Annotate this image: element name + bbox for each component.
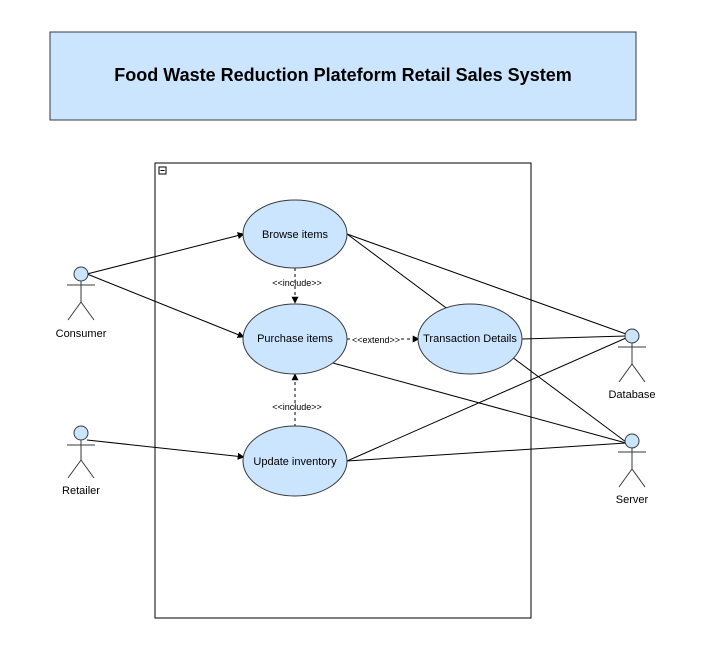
- include-label-bottom: <<include>>: [272, 402, 322, 412]
- assoc-transaction-database: [521, 335, 627, 340]
- actor-label: Consumer: [56, 328, 107, 340]
- use-case-label: Purchase items: [257, 333, 333, 345]
- assoc-browse-database: [346, 233, 627, 335]
- assoc-retailer-update: [86, 439, 245, 460]
- actor-label: Server: [616, 494, 649, 506]
- use-case-label: Update inventory: [253, 456, 337, 468]
- stick-figure-icon: [618, 328, 646, 383]
- assoc-consumer-purchase: [86, 273, 245, 338]
- use-case-update-inventory[interactable]: Update inventory: [242, 425, 348, 497]
- actor-retailer[interactable]: Retailer: [62, 425, 100, 497]
- use-case-transaction-details[interactable]: Transaction Details: [417, 303, 523, 375]
- assoc-consumer-browse: [86, 232, 245, 275]
- stick-figure-icon: [67, 266, 95, 321]
- actor-label: Database: [608, 389, 655, 401]
- actor-label: Retailer: [62, 485, 100, 497]
- collapse-icon[interactable]: [158, 166, 167, 175]
- actor-consumer[interactable]: Consumer: [56, 266, 107, 340]
- extend-label: <<extend>>: [352, 335, 400, 345]
- diagram-title: Food Waste Reduction Plateform Retail Sa…: [114, 65, 571, 85]
- use-case-browse-items[interactable]: Browse items: [242, 199, 348, 269]
- use-case-label: Transaction Details: [423, 333, 517, 345]
- dependencies: [291, 268, 420, 427]
- stick-figure-icon: [67, 425, 95, 479]
- stick-figure-icon: [618, 433, 646, 488]
- associations: [86, 232, 627, 462]
- use-case-purchase-items[interactable]: Purchase items: [242, 303, 348, 375]
- actor-database[interactable]: Database: [608, 328, 656, 401]
- assoc-update-database: [346, 337, 627, 462]
- use-case-label: Browse items: [262, 229, 329, 241]
- assoc-update-server: [346, 442, 627, 462]
- title-box: Food Waste Reduction Plateform Retail Sa…: [49, 31, 637, 121]
- include-label-top: <<include>>: [272, 278, 322, 288]
- actor-server[interactable]: Server: [616, 433, 649, 506]
